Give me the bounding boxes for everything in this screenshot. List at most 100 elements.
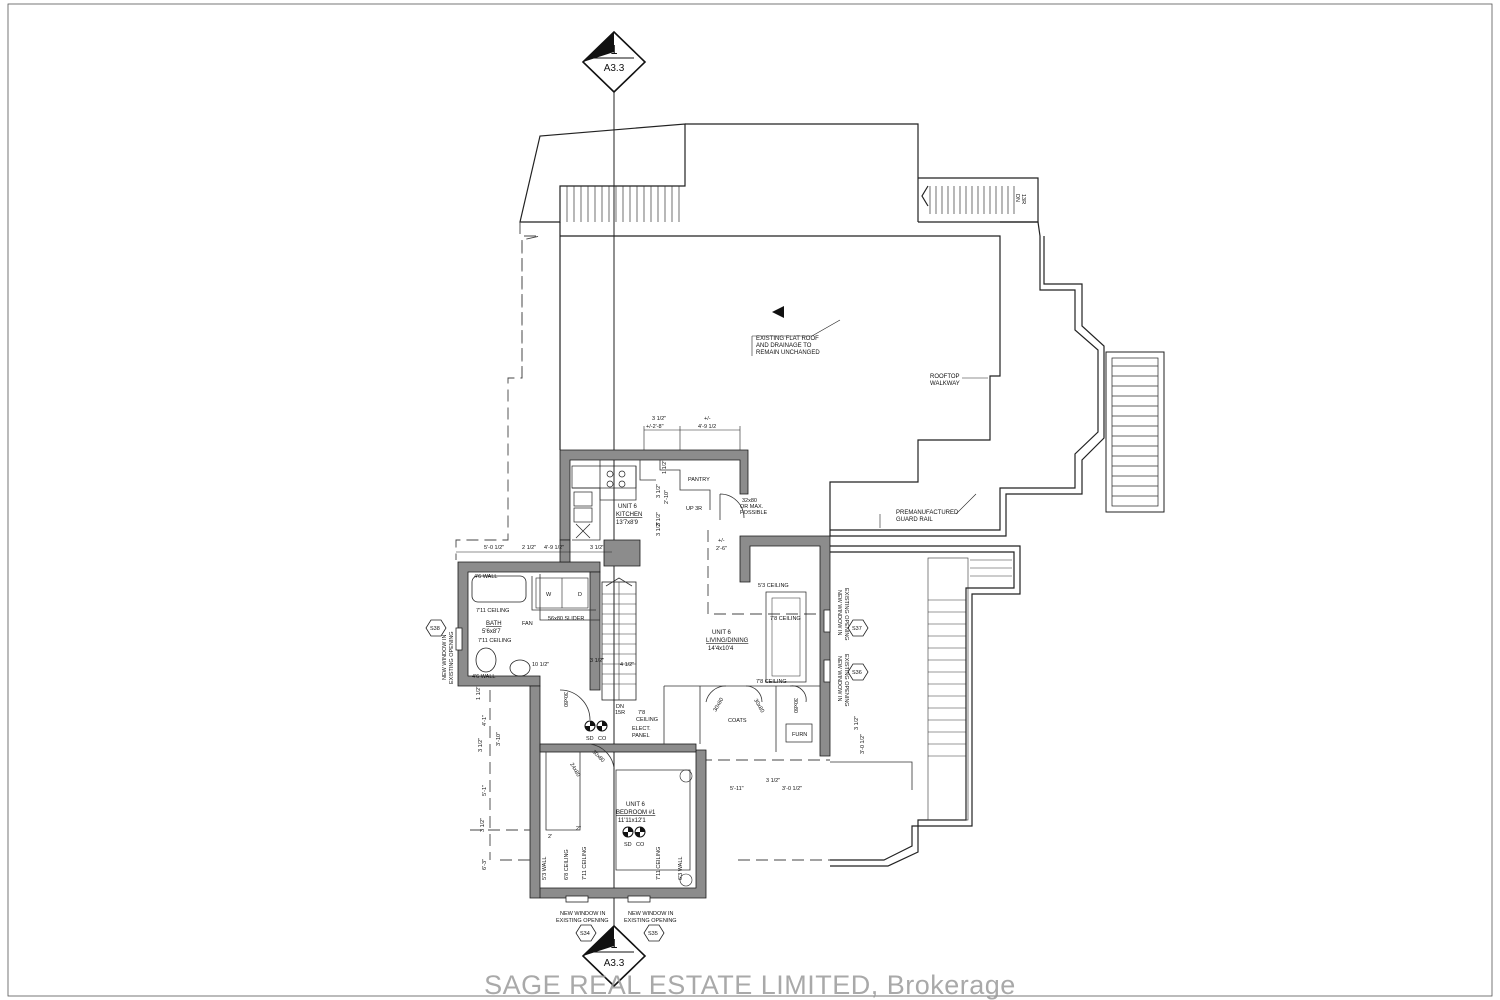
flat-roof-note-2: AND DRAINAGE TO — [756, 343, 812, 349]
section-number-bottom: 1 — [610, 936, 617, 951]
door-32x80-2: OR MAX. — [740, 504, 764, 510]
bed-wall-53: 5'3 WALL — [542, 857, 548, 880]
tag-s38: S38 — [430, 626, 440, 632]
window-tags — [425, 619, 869, 942]
d-label: D — [578, 592, 582, 598]
deck-lower-right — [700, 545, 1021, 867]
guard-rail-note-2: GUARD RAIL — [896, 517, 933, 523]
bed-wall-63: 6'3 WALL — [678, 857, 684, 880]
room-labels: UNIT 6 KITCHEN 13'7x8'9 UNIT 6 LIVING/DI… — [482, 504, 749, 824]
new-window-left-2: EXISTING OPENING — [449, 631, 455, 684]
dim-2-half: 2 1/2" — [522, 545, 536, 551]
up-3r-label: UP 3R — [686, 506, 702, 512]
new-window-bot1-1: NEW WINDOW IN — [560, 911, 606, 917]
section-marker-bottom: 1 A3.3 — [581, 924, 647, 988]
section-sheet-bottom: A3.3 — [604, 958, 625, 969]
dn-15r-2: 15R — [615, 710, 625, 716]
tag-s35: S35 — [648, 931, 658, 937]
new-window-bot2-2: EXISTING OPENING — [624, 918, 677, 924]
sheet-border — [7, 3, 1493, 997]
new-window-right1-1: NEW WINDOW IN — [836, 590, 842, 636]
dn-15r-1: DN — [616, 704, 624, 710]
dim-3-half-mid: 3 1/2" — [590, 658, 604, 664]
dim-2: 2' — [548, 834, 552, 840]
door-30x80-a: 30x80 — [562, 692, 568, 707]
slider-label: 56x80 SLIDER — [548, 616, 584, 622]
door-32x80-1: 32x80 — [742, 498, 757, 504]
living-sub: LIVING/DINING — [706, 638, 749, 644]
fan-label: FAN — [522, 621, 533, 627]
ceiling-53: 5'3 CEILING — [758, 583, 789, 589]
ceiling-78-coats: 7'8 CEILING — [756, 679, 787, 685]
dim-3-half-top: 3 1/2" — [652, 416, 666, 422]
section-marker-top: 1 A3.3 — [581, 30, 647, 955]
unit-walls — [457, 449, 831, 899]
dim-4-half: 4 1/2" — [620, 662, 634, 668]
dim-282: +/-2'-8" — [646, 424, 664, 430]
walkway-note-1: ROOFTOP — [930, 374, 960, 380]
sd2-label: SD — [624, 842, 632, 848]
dim-3-half-k1: 3 1/2" — [656, 512, 662, 526]
section-sheet-top: A3.3 — [604, 63, 625, 74]
exterior-stair-right — [1105, 351, 1165, 513]
bedroom-dim: 11'11x12'1 — [618, 818, 646, 824]
new-window-right2-2: EXISTING OPENING — [843, 654, 849, 707]
dim-63: 6'-3" — [482, 859, 488, 870]
dim-3-10: 3'-10" — [496, 732, 502, 746]
door-32x80-3: POSSIBLE — [740, 510, 768, 516]
dim-3-half-left2: 3 1/2" — [480, 818, 486, 832]
new-window-right2-1: NEW WINDOW IN — [836, 656, 842, 702]
flat-roof-note-3: REMAIN UNCHANGED — [756, 350, 820, 356]
ceiling-word-hall: CEILING — [636, 717, 658, 723]
door-30x80-d: 30x80 — [792, 698, 798, 713]
flat-roof-note-1: EXISTING FLAT ROOF — [756, 336, 819, 342]
dn-13r-2: 13R — [1020, 194, 1026, 204]
tag-s34: S34 — [580, 931, 590, 937]
dim-4912-top: 4'-9 1/2 — [698, 424, 716, 430]
ceiling-78-hall: 7'8 — [638, 710, 645, 716]
dim-3-half-right: 3 1/2" — [854, 716, 860, 730]
co-label: CO — [598, 736, 607, 742]
bath-name: BATH — [486, 621, 502, 627]
living-name: UNIT 6 — [712, 630, 732, 636]
dim-4912: 4'-9 1/2" — [544, 545, 564, 551]
dn-13r-1: DN — [1014, 194, 1020, 202]
new-window-left-1: NEW WINDOW IN — [442, 634, 448, 680]
section-number-top: 1 — [610, 42, 617, 57]
watermark: SAGE REAL ESTATE LIMITED, Brokerage — [484, 970, 1016, 1000]
bath-dim: 5'6x8'7 — [482, 629, 501, 635]
roof-outline: DN 13R — [455, 123, 1105, 560]
dim-4-1: 4'-1" — [482, 715, 488, 726]
dim-pm-top: +/- — [704, 416, 711, 422]
dim-1-half-left: 1 1/2" — [476, 686, 482, 700]
pantry-label: PANTRY — [688, 477, 710, 483]
co2-label: CO — [636, 842, 645, 848]
interior-lines — [470, 460, 820, 887]
bed-ceiling-711a: 7'11 CEILING — [582, 847, 588, 880]
dim-3-half-left: 3 1/2" — [478, 738, 484, 752]
sd-co-symbols — [584, 720, 646, 838]
dim-3-half-k3: 3 1/2" — [656, 522, 662, 536]
door-24x80: 24x80 — [568, 762, 581, 778]
living-dim: 14'4x10'4 — [708, 646, 734, 652]
bed-ceiling-68: 6'8 CEILING — [564, 849, 570, 880]
dim-511: 5'-11" — [730, 786, 744, 792]
dim-3012-right: 3'-0 1/2" — [860, 734, 866, 754]
roof-notes: EXISTING FLAT ROOF AND DRAINAGE TO REMAI… — [751, 319, 988, 528]
new-window-right1-2: EXISTING OPENING — [843, 588, 849, 641]
dim-2110: 2'-10" — [664, 490, 670, 504]
door-30x80-c: 30x80 — [752, 698, 765, 714]
dim-3-half-row: 3 1/2" — [590, 545, 604, 551]
entry-arrow — [772, 306, 784, 318]
dim-5012: 5'-0 1/2" — [484, 545, 504, 551]
new-window-bot2-1: NEW WINDOW IN — [628, 911, 674, 917]
new-window-bot1-2: EXISTING OPENING — [556, 918, 609, 924]
dim-pm-mid: +/- — [718, 538, 725, 544]
tag-s37: S37 — [852, 626, 862, 632]
dim-5-1: 5'-1" — [482, 785, 488, 796]
guard-rail-note-1: PREMANUFACTURED — [896, 510, 959, 516]
elect-panel-1: ELECT. — [632, 726, 651, 732]
elect-panel-2: PANEL — [632, 733, 650, 739]
dim-26: 2'-6" — [716, 546, 727, 552]
